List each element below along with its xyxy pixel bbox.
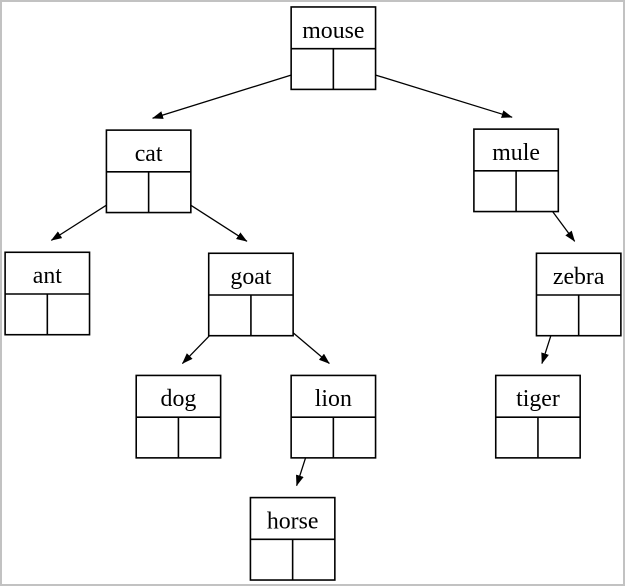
edge-mouse-cat [152,67,313,119]
node-label-dog: dog [161,386,197,412]
node-label-tiger: tiger [516,386,560,412]
node-label-mule: mule [492,140,540,166]
node-label-goat: goat [230,264,271,290]
tree-node-mouse: mouse [290,6,377,91]
node-label-ant: ant [33,263,62,289]
nodes-layer: mouse cat mule ant goat zebra dog lion tiger hors… [4,6,622,581]
tree-node-cat: cat [105,129,192,214]
tree-node-zebra: zebra [535,252,622,337]
node-label-mouse: mouse [302,18,364,44]
tree-node-dog: dog [135,374,222,459]
node-label-cat: cat [135,141,163,167]
node-label-horse: horse [267,508,319,534]
tree-node-tiger: tiger [494,374,581,459]
tree-node-goat: goat [207,252,294,337]
node-label-lion: lion [315,386,352,412]
tree-node-horse: horse [249,496,336,581]
tree-node-ant: ant [4,251,91,336]
tree-node-lion: lion [290,374,377,459]
node-label-zebra: zebra [553,264,605,290]
edge-mouse-mule [354,67,513,118]
tree-node-mule: mule [473,128,560,213]
